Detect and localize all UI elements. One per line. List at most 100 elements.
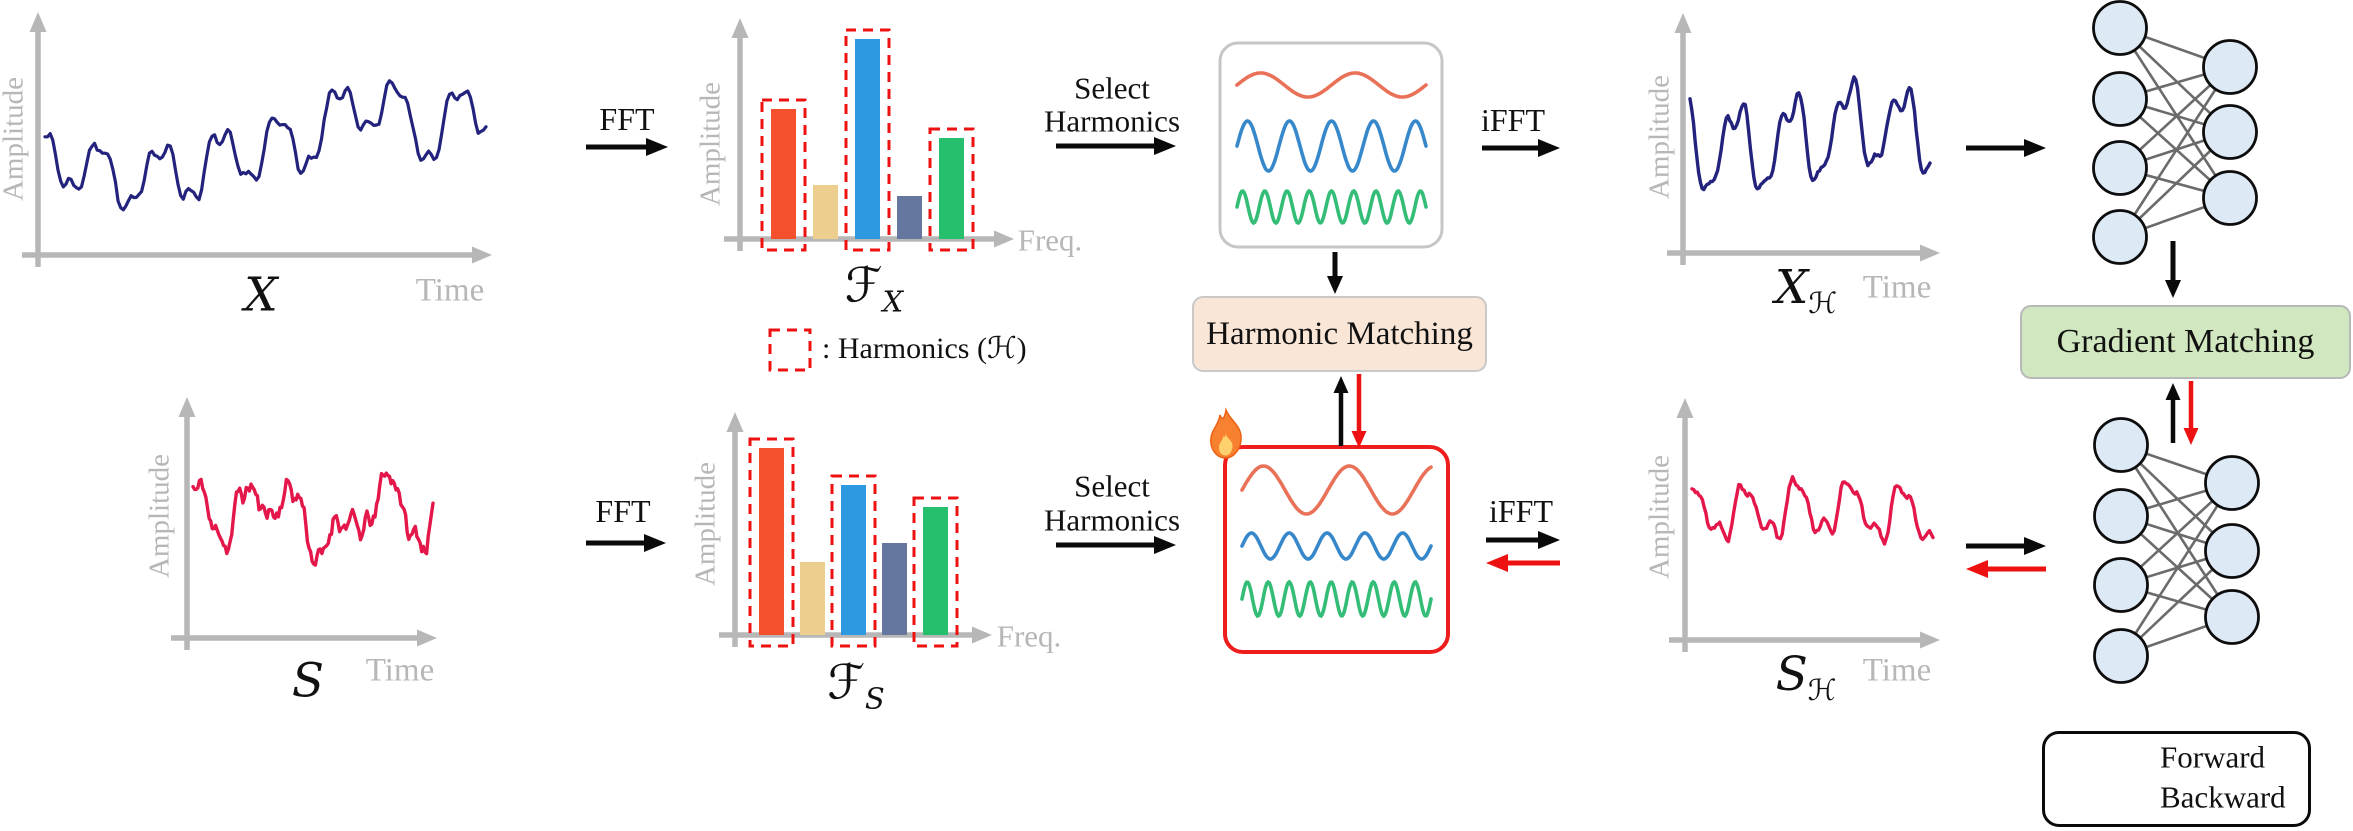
- select-arrow-bottom-head: [1154, 536, 1176, 554]
- select-arrow-top-head: [1154, 137, 1176, 155]
- fs-freq-label: Freq.: [996, 618, 1062, 654]
- network-top-edge-4-1: [2118, 66, 2232, 238]
- xh-plot-amplitude-label: Amplitude: [1643, 74, 1676, 200]
- gradient-matching-box: Gradient Matching: [2020, 305, 2351, 379]
- ifft-arrow-top-head: [1538, 139, 1560, 157]
- x-plot-y-axis-head: [29, 12, 47, 32]
- fft-arrow-bottom-head: [644, 534, 666, 552]
- fs-plot-x-axis-head: [972, 626, 992, 644]
- fx-plot-x-axis-head: [994, 230, 1014, 248]
- network-bottom-edge-4-1: [2119, 482, 2234, 657]
- gm-forward-arrow-head: [2165, 383, 2181, 400]
- fs-plot-y-axis-head: [726, 412, 744, 432]
- fx-plot-y-axis-head: [731, 18, 749, 38]
- fs-chart-bar-4: [882, 543, 907, 635]
- ifft-label-top: iFFT: [1480, 102, 1546, 138]
- s-symbol: S: [291, 653, 325, 709]
- network-top-output-node-3: [2202, 170, 2258, 226]
- fx-chart-bar-3: [855, 39, 880, 239]
- select-harmonics-top-line2: Harmonics: [1043, 103, 1181, 139]
- fx-chart-harmonic-marker-5: [928, 127, 975, 252]
- sh-plot-y-axis-head: [1676, 398, 1694, 418]
- xh-plot-y-axis-head: [1674, 13, 1692, 33]
- s-symbol: S: [1775, 647, 1808, 702]
- harmonics-note-swatch: [768, 328, 812, 372]
- fft-label-bottom: FFT: [595, 493, 651, 529]
- s-plot-amplitude-label: Amplitude: [143, 453, 176, 579]
- s-plot-x-axis-head: [417, 629, 437, 647]
- network-top-input-node-2: [2092, 71, 2148, 127]
- fx-chart-harmonic-marker-1: [760, 98, 807, 252]
- x-symbol: X: [1774, 260, 1809, 315]
- selected-harmonics-box-s-wave-2: [1240, 531, 1433, 561]
- xh-to-network-arrow-head: [2024, 139, 2046, 157]
- legend-backward-label: Backward: [2160, 779, 2286, 815]
- selected-harmonics-box-x-wave-2: [1235, 119, 1428, 173]
- network-top-input-node-4: [2092, 209, 2148, 265]
- s-signal: [191, 471, 435, 567]
- fx-chart-harmonic-marker-3: [844, 28, 891, 252]
- legend-box: [2042, 731, 2311, 827]
- fft-label-top: FFT: [599, 101, 655, 137]
- s-plot-time-label: Time: [365, 652, 435, 689]
- network-to-gm-arrow-head: [2165, 280, 2181, 298]
- script-h-symbol: ℋ: [986, 331, 1017, 366]
- selected-harmonics-box-x: [1218, 41, 1444, 249]
- ifft-forward-arrow-head: [1538, 531, 1560, 549]
- harmonic-matching-box: Harmonic Matching: [1192, 296, 1487, 372]
- waves-to-hm-arrow-head: [1327, 276, 1343, 294]
- network-bottom-output-node-1: [2204, 455, 2260, 511]
- selected-harmonics-box-s-wave-3: [1240, 579, 1433, 619]
- flame-inner: [1218, 434, 1233, 456]
- fs-chart-harmonic-marker-1: [748, 437, 795, 648]
- selected-harmonics-box-x-wave-3: [1235, 188, 1428, 226]
- harmonics-note-prefix: : Harmonics (: [822, 332, 987, 365]
- network-bottom-input-node-3: [2093, 557, 2149, 613]
- hm-backward-arrow-head: [1351, 431, 1367, 448]
- network-bottom-edge-1-3: [2119, 444, 2234, 618]
- fx-freq-label: Freq.: [1017, 222, 1083, 258]
- network-top-input-node-1: [2092, 0, 2148, 56]
- network-bottom-output-node-3: [2204, 589, 2260, 645]
- script-f-symbol: ℱ: [827, 654, 865, 711]
- select-harmonics-bottom-line1: Select: [1074, 468, 1150, 504]
- network-top-output-node-2: [2202, 104, 2258, 160]
- xh-plot-x-axis-head: [1920, 244, 1940, 262]
- legend-forward-label: Forward: [2160, 739, 2266, 775]
- sh-symbol: Sℋ: [1776, 651, 1837, 705]
- network-bottom-input-node-1: [2093, 417, 2149, 473]
- harmonics-note: : Harmonics (ℋ): [822, 334, 1027, 364]
- select-harmonics-bottom-line2: Harmonics: [1043, 502, 1181, 538]
- fx-chart-bar-2: [813, 185, 838, 239]
- network-bottom-input-node-4: [2093, 628, 2149, 684]
- fs-chart-harmonic-marker-5: [912, 496, 959, 648]
- sh-forward-arrow-head: [2024, 537, 2046, 555]
- network-bottom-output-node-2: [2204, 523, 2260, 579]
- xh-symbol: Xℋ: [1775, 264, 1837, 318]
- sh-plot-amplitude-label: Amplitude: [1643, 454, 1676, 580]
- x-plot-x-axis-head: [472, 246, 492, 264]
- selected-harmonics-box-x-wave-1: [1235, 71, 1428, 99]
- script-f-symbol: ℱ: [844, 257, 883, 314]
- ifft-backward-arrow-head: [1486, 554, 1508, 572]
- script-h-subscript: ℋ: [1807, 673, 1837, 707]
- network-bottom-input-node-2: [2093, 488, 2149, 544]
- harmonic-matching-label: Harmonic Matching: [1206, 315, 1473, 352]
- harmonics-note-suffix: ): [1016, 332, 1027, 365]
- flame-icon: [1210, 407, 1242, 459]
- sh-plot-time-label: Time: [1862, 652, 1932, 689]
- x-symbol: X: [244, 267, 278, 323]
- fx-amplitude-label: Amplitude: [694, 81, 727, 207]
- fft-arrow-top-head: [646, 138, 668, 156]
- network-top-edge-1-3: [2118, 27, 2232, 199]
- fs-chart-bar-3: [841, 485, 866, 635]
- flame-outer: [1210, 407, 1242, 459]
- fs-chart-bar-1: [759, 448, 784, 635]
- select-harmonics-top-line1: Select: [1074, 70, 1150, 106]
- x-subscript: X: [882, 284, 904, 319]
- sh-backward-arrow-head: [1966, 560, 1988, 578]
- fs-symbol: ℱS: [827, 659, 885, 714]
- s-plot-y-axis-head: [178, 397, 196, 417]
